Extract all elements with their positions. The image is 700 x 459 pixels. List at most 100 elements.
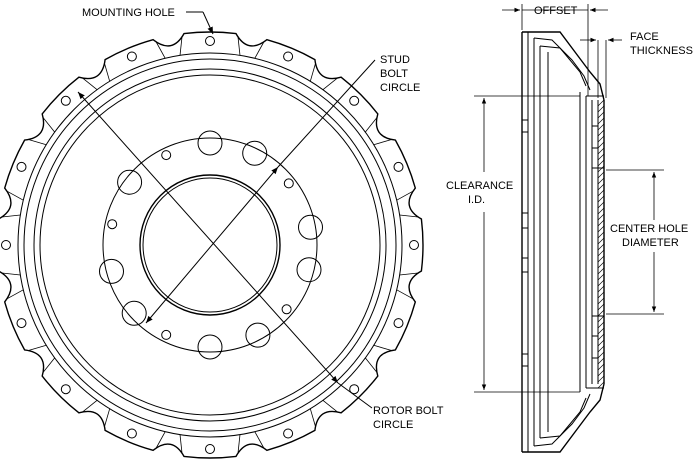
mounting-hole xyxy=(16,318,27,329)
flange-tab-line xyxy=(1,214,21,218)
flange-tab-line xyxy=(322,399,338,413)
flange-tab-line xyxy=(237,434,241,454)
mounting-hole xyxy=(205,444,215,454)
stud-hole xyxy=(161,329,172,340)
stud-bolt-circle-label-1: STUD xyxy=(380,54,410,66)
hatch-line xyxy=(597,183,605,191)
mounting-hole xyxy=(283,51,294,62)
hatch-line xyxy=(597,327,605,335)
hatch-line xyxy=(597,345,605,353)
mounting-hole xyxy=(1,240,11,250)
flange-tab-line xyxy=(104,408,111,427)
flange-tab-line xyxy=(396,190,414,201)
stud-hole xyxy=(121,300,147,326)
mounting-hole-leader-diag xyxy=(202,11,214,35)
mounting-hole xyxy=(205,36,215,46)
flange-tab-line xyxy=(396,289,414,300)
clearance-id-label-2: I.D. xyxy=(468,194,485,206)
flange-tab-line xyxy=(364,357,378,373)
mounting-hole xyxy=(349,384,360,395)
mounting-hole xyxy=(393,318,404,329)
mounting-hole xyxy=(409,240,419,250)
flange-tab-line xyxy=(6,190,24,201)
mounting-hole xyxy=(393,161,404,172)
hatch-line xyxy=(597,267,605,275)
flange-tab-line xyxy=(364,117,378,133)
stud-hole xyxy=(197,334,223,360)
hatch-line xyxy=(597,171,605,179)
hatch-line xyxy=(597,315,605,323)
stud-hole xyxy=(161,150,172,161)
front-view xyxy=(0,11,424,459)
hatch-line xyxy=(597,363,605,371)
hatch-line xyxy=(597,297,605,305)
section-hatching xyxy=(597,99,605,389)
flange-tab-line xyxy=(28,344,47,351)
flange-tab-line xyxy=(309,408,316,427)
mounting-hole xyxy=(283,428,294,439)
stud-bolt-circle-label-2: BOLT xyxy=(380,68,408,80)
hatch-line xyxy=(597,201,605,209)
hatch-line xyxy=(597,213,605,221)
hatch-line xyxy=(597,321,605,329)
stud-hole xyxy=(107,219,118,230)
flange-ring-3 xyxy=(33,68,387,422)
clearance-id-label-1: CLEARANCE xyxy=(446,180,513,192)
flange-tab-line xyxy=(254,431,265,449)
flange-tab-line xyxy=(1,272,21,276)
hatch-line xyxy=(597,135,605,143)
flange-tab-line xyxy=(42,117,56,133)
hatch-line xyxy=(597,207,605,215)
hatch-line xyxy=(597,279,605,287)
stud-hole xyxy=(245,322,271,348)
stud-hole xyxy=(296,257,322,283)
mounting-hole xyxy=(60,95,71,106)
flange-tab-line xyxy=(237,36,241,56)
hatch-line xyxy=(597,375,605,383)
flange-tab-line xyxy=(373,139,392,146)
hatch-line xyxy=(597,99,605,107)
hatch-line xyxy=(597,105,605,113)
hatch-line xyxy=(597,357,605,365)
rotor-bolt-circle-label-1: ROTOR BOLT xyxy=(373,405,444,417)
hatch-line xyxy=(597,195,605,203)
flange-tab-line xyxy=(179,36,183,56)
flange-tab-line xyxy=(82,77,98,91)
hatch-line xyxy=(597,117,605,125)
hatch-line xyxy=(597,141,605,149)
center-hole-diameter-label-1: CENTER HOLE xyxy=(610,223,688,235)
hatch-line xyxy=(597,273,605,281)
stud-hole xyxy=(281,304,292,315)
hatch-line xyxy=(597,369,605,377)
hatch-line xyxy=(597,159,605,167)
flange-tab-line xyxy=(42,357,56,373)
mounting-hole xyxy=(126,428,137,439)
hatch-line xyxy=(597,249,605,257)
hatch-line xyxy=(597,255,605,263)
rotor-bolt-circle-leader xyxy=(77,91,339,384)
stud-hole xyxy=(197,130,223,156)
stud-leader-extension xyxy=(277,59,376,168)
hatch-line xyxy=(597,291,605,299)
face-thickness-label-1: FACE xyxy=(630,31,659,43)
flange-tab-line xyxy=(373,344,392,351)
rotor-leader-extension xyxy=(337,382,373,409)
flange-tab-line xyxy=(104,63,111,82)
hatch-line xyxy=(597,243,605,251)
mounting-hole xyxy=(16,161,27,172)
flange-tab-line xyxy=(399,272,419,276)
offset-label: OFFSET xyxy=(534,5,578,17)
mounting-hole-label: MOUNTING HOLE xyxy=(82,7,175,19)
rotor-bolt-circle-label-2: CIRCLE xyxy=(373,419,413,431)
hatch-line xyxy=(597,339,605,347)
hatch-line xyxy=(597,303,605,311)
outer-flange-outline xyxy=(0,31,424,459)
hatch-line xyxy=(597,309,605,317)
hatch-line xyxy=(597,285,605,293)
flange-tab-line xyxy=(179,434,183,454)
flange-tab-line xyxy=(399,214,419,218)
hatch-line xyxy=(597,237,605,245)
hatch-line xyxy=(597,177,605,185)
flange-tab-line xyxy=(322,77,338,91)
stud-bolt-circle-label-3: CIRCLE xyxy=(380,82,420,94)
